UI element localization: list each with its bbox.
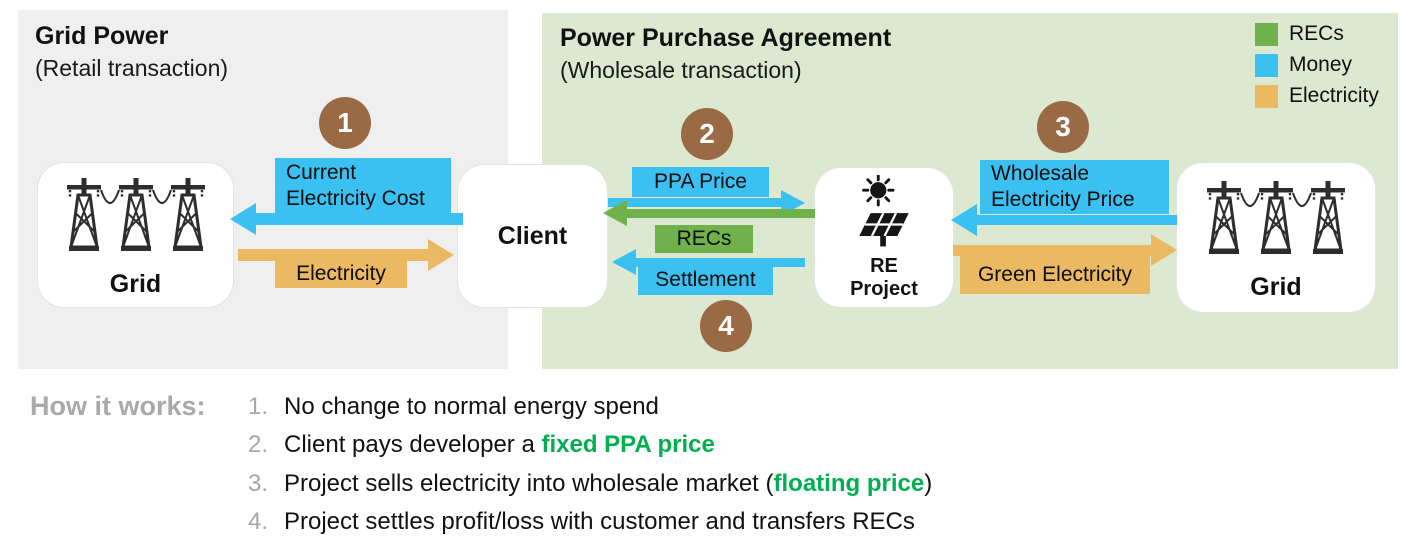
settlement-arrowhead-icon — [612, 249, 636, 275]
recs-arrowhead-icon — [603, 200, 627, 226]
client-label: Client — [497, 222, 568, 250]
legend-label: Money — [1289, 53, 1353, 76]
legend-item-electricity: Electricity — [1255, 84, 1379, 108]
grid-right-label: Grid — [1250, 272, 1302, 301]
item-text: No change to normal energy spend — [284, 393, 659, 420]
item-number: 3. — [248, 470, 269, 497]
item-number: 1. — [248, 393, 269, 420]
how-it-works-item-2: 2. Client pays developer a fixed PPA pric… — [248, 431, 715, 459]
grid-power-title: Grid Power — [35, 22, 169, 50]
settlement-flow-label: Settlement — [638, 264, 773, 295]
grid-right-node: Grid — [1177, 163, 1375, 312]
legend-item-money: Money — [1255, 53, 1379, 77]
green-electricity-arrowhead-icon — [1151, 234, 1177, 266]
electricity-swatch-icon — [1255, 84, 1278, 108]
step-marker-3: 3 — [1037, 101, 1089, 153]
step-marker-1: 1 — [319, 97, 371, 149]
item-number: 2. — [248, 431, 269, 458]
grid-left-label: Grid — [109, 270, 162, 298]
re-project-label: RE Project — [850, 254, 918, 300]
recs-swatch-icon — [1255, 22, 1278, 46]
item-text: Project settles profit/loss with custome… — [284, 508, 915, 535]
electricity-flow-label: Electricity — [275, 260, 407, 288]
grid-left-node: Grid — [38, 163, 233, 307]
transmission-towers-icon — [66, 178, 205, 251]
money-swatch-icon — [1255, 53, 1278, 77]
item-highlight: floating price — [773, 470, 925, 497]
green-electricity-arrow-shaft — [953, 245, 1153, 256]
ppa-title: Power Purchase Agreement — [560, 24, 892, 52]
item-text: ) — [924, 470, 933, 497]
recs-arrow-shaft — [625, 209, 815, 218]
electricity-arrow-shaft — [238, 249, 430, 261]
item-number: 4. — [248, 508, 269, 535]
recs-flow-label: RECs — [655, 225, 753, 253]
current-cost-arrowhead-icon — [230, 203, 256, 235]
how-it-works-item-3: 3. Project sells electricity into wholesa… — [248, 470, 932, 498]
legend: RECs Money Electricity — [1255, 22, 1379, 115]
current-cost-arrow-shaft — [254, 213, 463, 225]
client-node: Client — [458, 165, 607, 307]
wholesale-price-flow-label: Wholesale Electricity Price — [980, 160, 1169, 214]
item-text: Client pays developer a — [284, 431, 542, 458]
electricity-arrowhead-icon — [428, 239, 454, 271]
step-marker-4: 4 — [700, 300, 752, 352]
transmission-towers-icon — [1207, 180, 1345, 254]
how-it-works-item-1: 1. No change to normal energy spend — [248, 393, 659, 421]
item-text: Project sells electricity into wholesale… — [284, 470, 774, 497]
wholesale-price-arrow-shaft — [975, 215, 1177, 225]
grid-power-subtitle: (Retail transaction) — [35, 55, 229, 81]
how-it-works-item-4: 4. Project settles profit/loss with custo… — [248, 508, 915, 536]
legend-label: Electricity — [1289, 84, 1379, 107]
green-electricity-flow-label: Green Electricity — [960, 256, 1150, 294]
settlement-arrow-shaft — [634, 258, 805, 267]
ppa-price-flow-label: PPA Price — [632, 167, 769, 197]
current-cost-flow-label: Current Electricity Cost — [275, 158, 451, 213]
item-highlight: fixed PPA price — [541, 431, 715, 458]
wholesale-price-arrowhead-icon — [951, 204, 977, 236]
ppa-subtitle: (Wholesale transaction) — [560, 57, 802, 83]
step-marker-2: 2 — [681, 108, 733, 160]
legend-item-recs: RECs — [1255, 22, 1379, 46]
legend-label: RECs — [1289, 22, 1344, 45]
how-it-works-heading: How it works: — [30, 391, 206, 421]
re-project-node: RE Project — [815, 168, 953, 307]
ppa-price-arrow-shaft — [608, 198, 783, 207]
solar-project-icon — [859, 174, 909, 246]
